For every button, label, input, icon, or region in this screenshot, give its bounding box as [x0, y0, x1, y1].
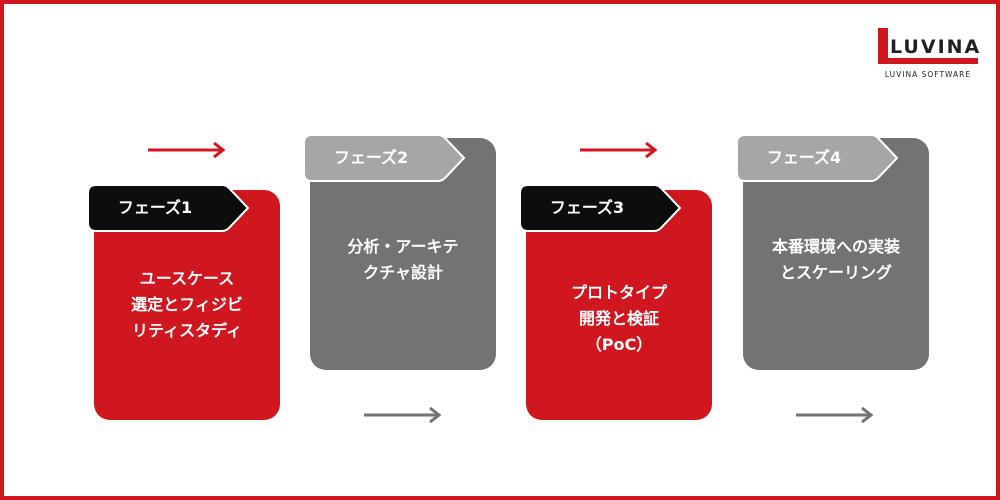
phase-1-line-2: 選定とフィジビ [131, 295, 243, 314]
phase-2-tag: フェーズ2 [302, 134, 467, 182]
logo-word: LUVINA [890, 36, 982, 58]
arrow-right-red-icon [580, 142, 658, 158]
phase-4-tag-label: フェーズ4 [766, 148, 842, 167]
phase-2-tag-label: フェーズ2 [333, 148, 409, 167]
phase-2-line-1: 分析・アーキテ [347, 237, 459, 256]
phase-1-tag: フェーズ1 [86, 184, 251, 232]
phase-4-line-1: 本番環境への実装 [771, 237, 900, 256]
arrow-right-gray-icon [796, 407, 874, 423]
phase-2-line-2: クチャ設計 [363, 263, 443, 282]
phase-1-description: ユースケース 選定とフィジビ リティスタディ [94, 266, 280, 344]
arrow-right-red-icon [148, 142, 226, 158]
logo-bracket-icon [878, 28, 978, 64]
arrow-right-gray-icon [364, 407, 442, 423]
phase-4-tag: フェーズ4 [735, 134, 900, 182]
logo-subtitle: LUVINA SOFTWARE [884, 70, 972, 79]
phase-1-line-3: リティスタディ [132, 321, 242, 340]
phase-1-tag-label: フェーズ1 [117, 198, 193, 217]
phase-3-line-2: 開発と検証 [578, 309, 659, 328]
phase-3-line-1: プロトタイプ [570, 283, 667, 302]
phase-2-description: 分析・アーキテ クチャ設計 [310, 234, 496, 286]
phase-3-tag-label: フェーズ3 [549, 198, 625, 217]
phase-3-tag: フェーズ3 [518, 184, 683, 232]
luvina-logo: LUVINA LUVINA SOFTWARE [876, 26, 980, 82]
phase-3-line-3: （PoC） [585, 335, 653, 354]
phase-4-line-2: とスケーリング [779, 263, 892, 282]
phase-4-description: 本番環境への実装 とスケーリング [743, 234, 929, 286]
phase-1-line-1: ユースケース [139, 269, 235, 288]
phase-3-description: プロトタイプ 開発と検証 （PoC） [526, 280, 712, 358]
